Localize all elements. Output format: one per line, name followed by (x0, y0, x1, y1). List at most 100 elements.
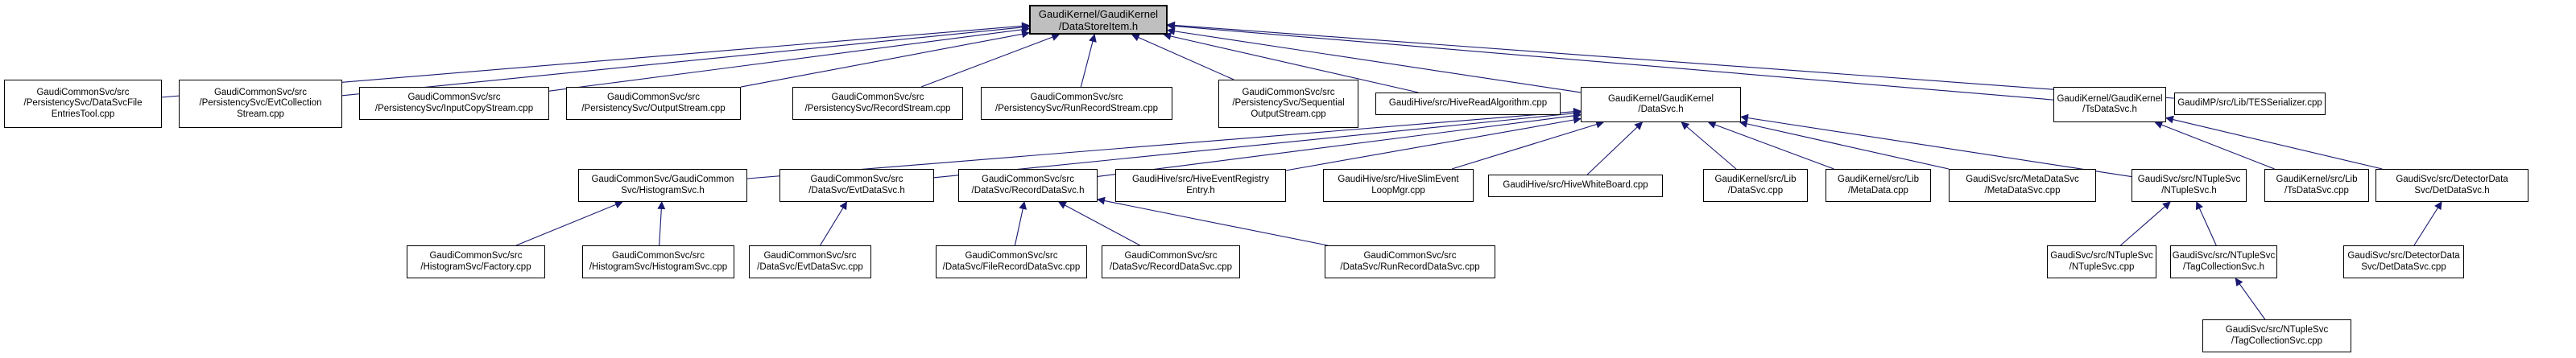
edge-tsdatasvc-h-to-datastoreitem-h (1167, 22, 2054, 101)
graph-node-label-line: GaudiCommonSvc/src (831, 93, 924, 102)
edge-hiveslimeventloopmgr-cpp-to-datasvc-h (1451, 120, 1605, 170)
graph-node-sequentialoutputstream-cpp[interactable]: GaudiCommonSvc/src/PersistencySvc/Sequen… (1218, 80, 1358, 128)
graph-node-tagcollectionsvc-h[interactable]: GaudiSvc/src/NTupleSvc/TagCollectionSvc.… (2170, 245, 2277, 278)
graph-node-tesserializer-cpp[interactable]: GaudiMP/src/Lib/TESSerializer.cpp (2174, 93, 2326, 115)
graph-node-evtcollectionstream-cpp[interactable]: GaudiCommonSvc/src/PersistencySvc/EvtCol… (179, 80, 342, 128)
graph-node-hivereadalgorithm-cpp[interactable]: GaudiHive/src/HiveReadAlgorithm.cpp (1375, 93, 1561, 115)
edge-recordstream-cpp-to-datastoreitem-h (920, 33, 1061, 88)
edge-detdatasvc-cpp-to-detdatasvc-h (2413, 201, 2442, 246)
edge-hiveeventregistryentry-h-to-datasvc-h (1285, 116, 1582, 171)
graph-node-label-line: /HistogramSvc/HistogramSvc.cpp (589, 261, 728, 272)
edge-filerecorddatasvc-cpp-to-recorddatasvc-h (1014, 201, 1028, 246)
graph-node-factory-cpp[interactable]: GaudiCommonSvc/src/HistogramSvc/Factory.… (407, 245, 545, 278)
graph-node-label-line: GaudiCommonSvc/GaudiCommon (591, 175, 734, 184)
graph-node-inputcopystream-cpp[interactable]: GaudiCommonSvc/src/PersistencySvc/InputC… (359, 87, 549, 120)
graph-node-label-line: Entry.h (1186, 185, 1215, 195)
graph-node-filerecorddatasvc-cpp[interactable]: GaudiCommonSvc/src/DataSvc/FileRecordDat… (936, 245, 1087, 278)
graph-node-label-line: GaudiKernel/src/Lib (1714, 175, 1797, 184)
graph-node-label-line: GaudiSvc/src/DetectorData (2347, 251, 2460, 261)
graph-node-outputstream-cpp[interactable]: GaudiCommonSvc/src/PersistencySvc/Output… (566, 87, 741, 120)
graph-node-label-line: GaudiCommonSvc/src (213, 87, 308, 97)
graph-node-label-line: GaudiCommonSvc/src (763, 251, 857, 261)
graph-node-label-line: EntriesTool.cpp (51, 109, 115, 119)
graph-node-label-line: GaudiSvc/src/NTupleSvc (2137, 175, 2241, 184)
graph-node-label-line: GaudiCommonSvc/src (407, 93, 501, 102)
edge-hivewhiteboard-cpp-to-datasvc-h (1586, 121, 1644, 175)
edge-ntuplesvc-h-to-datasvc-h (1740, 113, 2132, 178)
graph-node-label-line: GaudiSvc/src/MetaDataSvc (1966, 175, 2079, 184)
graph-node-ntuplesvc-h[interactable]: GaudiSvc/src/NTupleSvc/NTupleSvc.h (2132, 169, 2247, 202)
graph-node-datasvcfileentriestool-cpp[interactable]: GaudiCommonSvc/src/PersistencySvc/DataSv… (4, 80, 162, 128)
graph-node-label-line: GaudiSvc/src/DetectorData (2396, 175, 2508, 184)
graph-node-datasvc-cpp[interactable]: GaudiKernel/src/Lib/DataSvc.cpp (1703, 169, 1808, 202)
edge-recorddatasvc-h-to-datasvc-h (1097, 111, 1582, 177)
edge-evtcollectionstream-cpp-to-datastoreitem-h (341, 23, 1030, 97)
graph-node-evtdatasvc-h[interactable]: GaudiCommonSvc/src/DataSvc/EvtDataSvc.h (779, 169, 934, 202)
graph-node-runrecordstream-cpp[interactable]: GaudiCommonSvc/src/PersistencySvc/RunRec… (981, 87, 1172, 120)
graph-node-label-line: GaudiCommonSvc/src (981, 175, 1075, 184)
graph-node-label-line: /HistogramSvc/Factory.cpp (420, 261, 531, 272)
edge-outputstream-cpp-to-datastoreitem-h (740, 30, 1030, 88)
graph-node-label-line: GaudiKernel/GaudiKernel (1607, 93, 1714, 104)
graph-node-label-line: GaudiCommonSvc/src (1124, 251, 1218, 261)
graph-node-label-line: /PersistencySvc/DataSvcFile (23, 98, 143, 109)
graph-node-label-line: /MetaData.cpp (1848, 185, 1908, 195)
graph-node-label-line: /TsDataSvc.h (2082, 105, 2137, 114)
graph-node-metadata-cpp[interactable]: GaudiKernel/src/Lib/MetaData.cpp (1826, 169, 1931, 202)
graph-node-label-line: GaudiCommonSvc/src (1242, 87, 1335, 97)
graph-node-runrecorddatasvc-cpp[interactable]: GaudiCommonSvc/src/DataSvc/RunRecordData… (1325, 245, 1495, 278)
graph-node-label-line: Svc/DetDataSvc.cpp (2361, 261, 2446, 272)
graph-node-tagcollectionsvc-cpp[interactable]: GaudiSvc/src/NTupleSvc/TagCollectionSvc.… (2202, 319, 2351, 352)
edge-metadata-cpp-to-datasvc-h (1707, 121, 1834, 170)
graph-node-label-line: Svc/HistogramSvc.h (621, 185, 705, 195)
graph-node-label-line: /DataSvc.h (1638, 105, 1684, 114)
edge-metadatasvc-cpp-to-datasvc-h (1739, 120, 1950, 170)
graph-node-recorddatasvc-h[interactable]: GaudiCommonSvc/src/DataSvc/RecordDataSvc… (958, 169, 1098, 202)
graph-node-label-line: /DataSvc/RunRecordDataSvc.cpp (1340, 261, 1480, 272)
graph-node-label-line: /TagCollectionSvc.h (2183, 261, 2264, 272)
edge-tagcollectionsvc-cpp-to-tagcollectionsvc-h (2235, 278, 2266, 320)
edge-histogramsvc-cpp-to-histogramsvc-h (657, 201, 666, 246)
graph-node-label-line: /PersistencySvc/RunRecordStream.cpp (995, 103, 1158, 113)
edge-evtdatasvc-h-to-datasvc-h (933, 109, 1582, 179)
edge-histogramsvc-h-to-datasvc-h (746, 107, 1582, 179)
edge-runrecordstream-cpp-to-datastoreitem-h (1080, 34, 1097, 88)
graph-node-label-line: Stream.cpp (237, 109, 284, 119)
graph-node-recordstream-cpp[interactable]: GaudiCommonSvc/src/PersistencySvc/Record… (792, 87, 963, 120)
graph-node-hivewhiteboard-cpp[interactable]: GaudiHive/src/HiveWhiteBoard.cpp (1488, 175, 1663, 197)
edge-ntuplesvc-cpp-to-ntuplesvc-h (2120, 201, 2171, 246)
graph-node-recorddatasvc-cpp[interactable]: GaudiCommonSvc/src/DataSvc/RecordDataSvc… (1102, 245, 1240, 278)
graph-node-label-line: /TagCollectionSvc.cpp (2231, 335, 2323, 346)
graph-node-ntuplesvc-cpp[interactable]: GaudiSvc/src/NTupleSvc/NTupleSvc.cpp (2047, 245, 2156, 278)
graph-node-label-line: GaudiCommonSvc/src (36, 87, 130, 97)
graph-node-datasvc-h[interactable]: GaudiKernel/GaudiKernel/DataSvc.h (1581, 87, 1741, 122)
graph-node-tsdatasvc-h[interactable]: GaudiKernel/GaudiKernel/TsDataSvc.h (2053, 87, 2166, 122)
graph-node-evtdatasvc-cpp[interactable]: GaudiCommonSvc/src/DataSvc/EvtDataSvc.cp… (749, 245, 871, 278)
graph-node-histogramsvc-cpp[interactable]: GaudiCommonSvc/src/HistogramSvc/Histogra… (582, 245, 734, 278)
graph-node-label-line: GaudiHive/src/HiveWhiteBoard.cpp (1503, 180, 1648, 191)
graph-node-label-line: /DataStoreItem.h (1058, 19, 1139, 32)
graph-node-label-line: /MetaDataSvc.cpp (1984, 185, 2061, 195)
graph-node-label-line: /PersistencySvc/Sequential (1232, 98, 1345, 109)
edge-hivereadalgorithm-cpp-to-datastoreitem-h (1163, 32, 1419, 93)
graph-node-label-line: /TsDataSvc.cpp (2284, 185, 2349, 195)
graph-node-metadatasvc-cpp[interactable]: GaudiSvc/src/MetaDataSvc/MetaDataSvc.cpp (1949, 169, 2096, 202)
graph-node-label-line: /DataSvc/RecordDataSvc.cpp (1109, 261, 1233, 272)
edge-detdatasvc-h-to-tsdatasvc-h (2165, 115, 2383, 170)
edge-datasvc-cpp-to-datasvc-h (1681, 121, 1737, 170)
graph-node-label-line: GaudiCommonSvc/src (810, 175, 903, 184)
edge-tesserializer-cpp-to-datastoreitem-h (1167, 21, 2175, 99)
graph-node-label-line: /DataSvc/EvtDataSvc.h (808, 185, 905, 195)
graph-node-tsdatasvc-cpp[interactable]: GaudiKernel/src/Lib/TsDataSvc.cpp (2264, 169, 2369, 202)
edge-tsdatasvc-cpp-to-tsdatasvc-h (2154, 121, 2275, 170)
graph-node-datastoreitem-h[interactable]: GaudiKernel/GaudiKernel/DataStoreItem.h (1029, 5, 1168, 35)
graph-node-label-line: /DataSvc/EvtDataSvc.cpp (757, 261, 863, 272)
graph-node-label-line: GaudiCommonSvc/src (611, 251, 705, 261)
graph-node-label-line: /PersistencySvc/RecordStream.cpp (804, 103, 951, 113)
graph-node-label-line: /PersistencySvc/InputCopyStream.cpp (374, 103, 534, 113)
